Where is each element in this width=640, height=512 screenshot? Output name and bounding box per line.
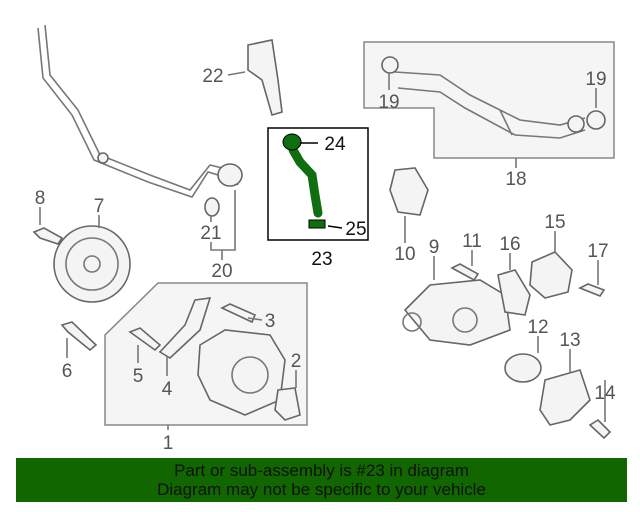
callout-6[interactable]: 6: [62, 361, 73, 382]
pump-outlet: [231, 356, 269, 394]
housing-15: [529, 251, 573, 299]
callout-19-left[interactable]: 19: [378, 92, 399, 113]
info-banner: Part or sub-assembly is #23 in diagram D…: [16, 458, 627, 502]
callout-5[interactable]: 5: [133, 366, 144, 387]
callout-18[interactable]: 18: [505, 169, 526, 190]
callout-13[interactable]: 13: [559, 330, 580, 351]
bolt-14: [588, 418, 612, 440]
thermostat-12: [504, 353, 542, 383]
banner-line-1: Part or sub-assembly is #23 in diagram: [174, 461, 469, 480]
callout-4[interactable]: 4: [162, 379, 173, 400]
housing-9: [403, 279, 511, 346]
leader-lines: [39, 71, 606, 430]
callout-22[interactable]: 22: [202, 66, 223, 87]
callout-16[interactable]: 16: [499, 234, 520, 255]
bolt-5: [128, 327, 162, 352]
callout-17[interactable]: 17: [587, 241, 608, 262]
callout-21[interactable]: 21: [200, 223, 221, 244]
bracket-22: [247, 39, 283, 116]
callout-14[interactable]: 14: [594, 383, 616, 404]
hose-23[interactable]: [288, 145, 323, 218]
bolt-17: [578, 283, 606, 297]
callout-3[interactable]: 3: [265, 311, 276, 332]
callout-23[interactable]: 23: [311, 249, 332, 270]
clip: [97, 152, 109, 164]
callout-20[interactable]: 20: [211, 261, 232, 282]
outlet-2: [452, 307, 478, 333]
bolt-3: [220, 303, 257, 324]
gasket-21: [204, 197, 220, 217]
cover-13: [539, 369, 591, 426]
bolt-6: [60, 321, 98, 352]
callout-1[interactable]: 1: [163, 433, 174, 454]
fitting: [217, 163, 243, 187]
callout-8[interactable]: 8: [35, 188, 46, 209]
callout-10[interactable]: 10: [394, 244, 415, 265]
pulley-hub: [83, 255, 101, 273]
gasket-2: [274, 387, 301, 421]
banner-line-2: Diagram may not be specific to your vehi…: [157, 480, 486, 499]
gasket-10: [389, 167, 429, 216]
callout-2[interactable]: 2: [291, 351, 302, 372]
o-ring-19-right: [586, 110, 606, 130]
callout-25[interactable]: 25: [345, 219, 366, 240]
gasket-16: [497, 269, 531, 316]
pulley-groove: [65, 237, 119, 291]
clamp-25[interactable]: [308, 219, 326, 229]
callout-24[interactable]: 24: [324, 134, 346, 155]
outlet: [402, 312, 422, 332]
clamp-24[interactable]: [282, 133, 302, 151]
bolt-11: [450, 263, 480, 282]
bracket-4: [158, 297, 212, 359]
callout-11[interactable]: 11: [462, 231, 482, 252]
o-ring-19-left: [381, 56, 399, 74]
callout-15[interactable]: 15: [544, 212, 565, 233]
flange: [567, 115, 585, 133]
pulley-7: [53, 225, 131, 303]
water-pipe-18: [394, 71, 586, 139]
bolt-8: [32, 227, 64, 245]
water-pipe: [37, 24, 239, 198]
callout-7[interactable]: 7: [94, 196, 105, 217]
group-box-18: [363, 41, 615, 159]
callout-9[interactable]: 9: [429, 237, 440, 258]
callout-19-right[interactable]: 19: [585, 69, 606, 90]
callout-12[interactable]: 12: [527, 317, 548, 338]
